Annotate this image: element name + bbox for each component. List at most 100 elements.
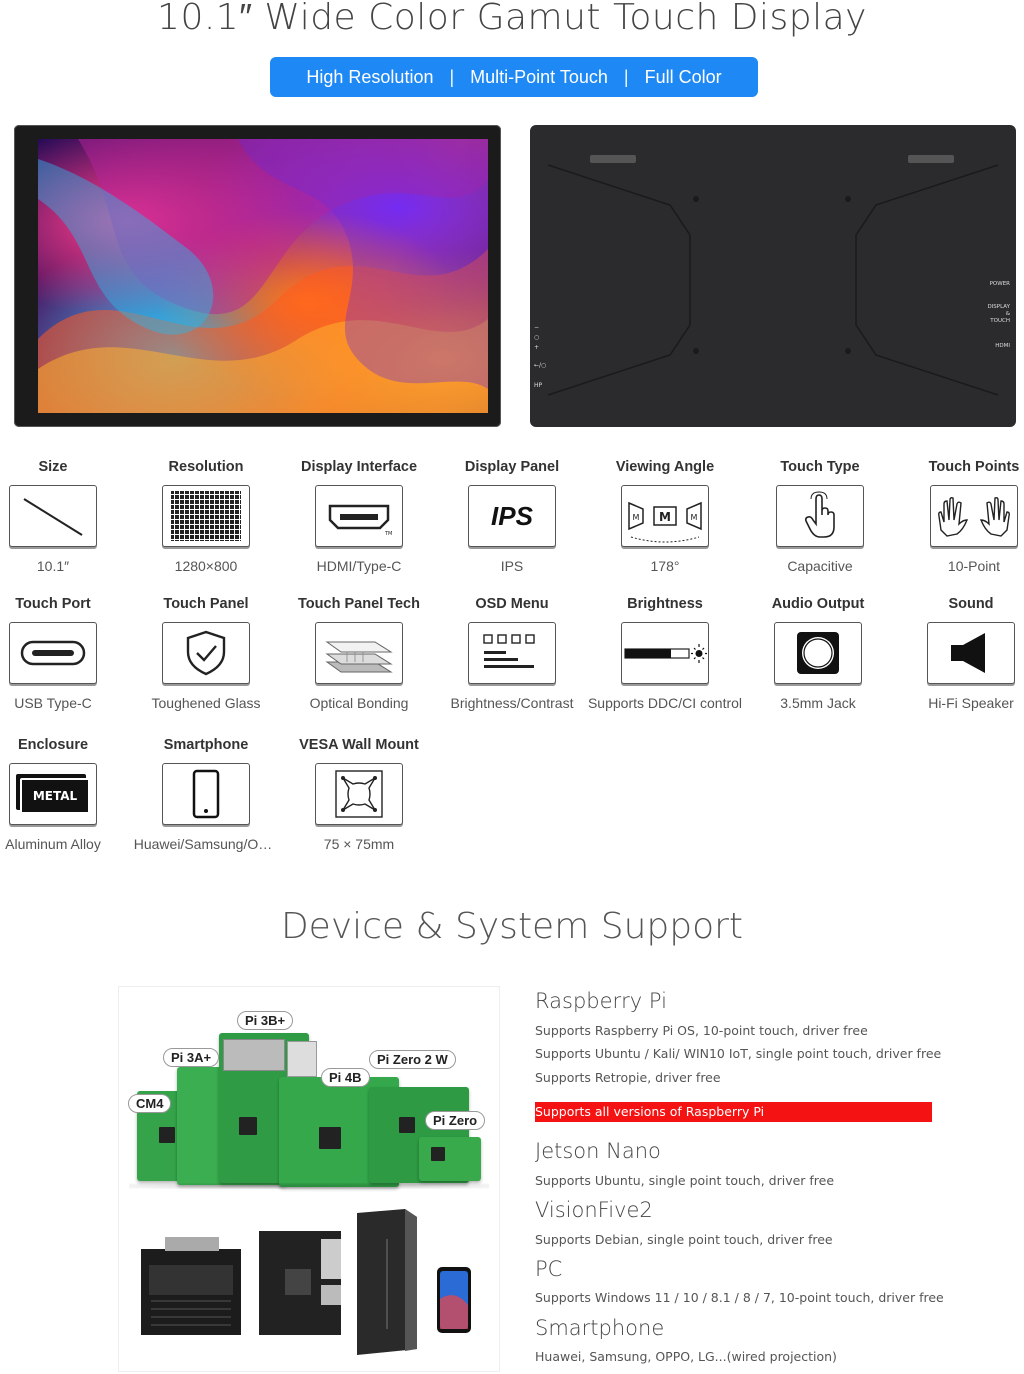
right-m: M — [691, 513, 698, 522]
spec-osd-box — [468, 622, 556, 684]
spec-value-touch-panel: Toughened Glass — [151, 695, 261, 711]
spec-value-brightness: Supports DDC/CI control — [587, 695, 743, 711]
brightness-bar-icon — [624, 644, 707, 663]
spec-touch-points-box — [930, 485, 1018, 547]
support-line: Supports Ubuntu / Kali/ WIN10 IoT, singl… — [535, 1046, 942, 1061]
tag-pi-zero: Pi Zero — [425, 1111, 486, 1130]
highlight-banner: Supports all versions of Raspberry Pi — [535, 1102, 932, 1122]
spec-label-display-panel: Display Panel — [464, 459, 560, 475]
support-heading-pc: PC — [535, 1257, 563, 1281]
usb-c-icon — [20, 640, 86, 666]
button-label: + — [534, 344, 540, 351]
wave-art — [38, 139, 488, 413]
spec-smartphone-box — [162, 763, 250, 825]
spec-resolution-box — [162, 485, 250, 547]
support-heading-raspberry-pi: Raspberry Pi — [535, 989, 667, 1013]
spec-label-touch-panel: Touch Panel — [163, 596, 249, 612]
other-devices-art — [141, 1209, 471, 1355]
spec-label-vesa: VESA Wall Mount — [299, 737, 419, 753]
spec-value-touch-type: Capacitive — [787, 558, 853, 574]
multi-hand-icon — [938, 497, 1010, 537]
smartphone-icon — [192, 769, 220, 819]
port-label: HDMI — [995, 343, 1010, 349]
spec-value-sound: Hi-Fi Speaker — [928, 695, 1014, 711]
spec-value-enclosure: Aluminum Alloy — [5, 836, 101, 852]
spec-value-touch-panel-tech: Optical Bonding — [309, 695, 409, 711]
soc-chip — [159, 1127, 175, 1143]
tag-pi-3b-plus: Pi 3B+ — [237, 1011, 294, 1030]
port-label: & — [1005, 311, 1010, 317]
display-wallpaper — [38, 139, 488, 413]
feature-high-resolution: High Resolution — [306, 66, 434, 87]
support-heading-jetson-nano: Jetson Nano — [535, 1139, 661, 1163]
spec-value-display-interface: HDMI/Type-C — [316, 558, 402, 574]
spec-size-box — [9, 485, 97, 547]
feature-full-color: Full Color — [644, 66, 722, 87]
visionfive2-board — [259, 1231, 341, 1335]
spec-label-osd-menu: OSD Menu — [475, 596, 549, 612]
spec-value-smartphone: Huawei/Samsung/O… — [133, 836, 273, 852]
tag-pi-4b: Pi 4B — [321, 1068, 370, 1087]
spec-label-brightness: Brightness — [627, 596, 703, 612]
metal-icon: METAL — [16, 774, 90, 814]
spec-tech-box — [315, 622, 403, 684]
spec-value-audio-output: 3.5mm Jack — [780, 695, 856, 711]
support-line: Supports Ubuntu, single point touch, dri… — [535, 1173, 835, 1188]
spec-touch-port-box — [9, 622, 97, 684]
diagonal-line-icon — [23, 498, 83, 536]
spec-sound-box — [927, 622, 1015, 684]
jetson-nano — [141, 1237, 241, 1335]
support-section-title: Device & System Support — [280, 906, 744, 947]
speaker-icon — [951, 633, 985, 673]
page-title: 10.1″ Wide Color Gamut Touch Display — [157, 0, 867, 38]
spec-audio-box — [774, 622, 862, 684]
side-button-labels: − ○ + ←/○ HP — [534, 323, 546, 391]
support-heading-smartphone: Smartphone — [535, 1316, 665, 1340]
support-line: Huawei, Samsung, OPPO, LG...(wired proje… — [535, 1349, 837, 1364]
tag-cm4: CM4 — [128, 1094, 172, 1113]
shield-check-icon — [186, 630, 226, 676]
ips-icon: IPS — [491, 500, 533, 531]
button-label: ←/○ — [534, 362, 547, 369]
spec-angle-box: M M M — [621, 485, 709, 547]
finger-touch-icon — [804, 491, 835, 538]
spec-interface-box: TM — [315, 485, 403, 547]
ethernet-port — [287, 1041, 317, 1077]
feature-multi-point-touch: Multi-Point Touch — [470, 66, 608, 87]
spec-value-size: 10.1″ — [36, 558, 70, 574]
osd-menu-icon — [483, 634, 535, 668]
support-line: Supports Raspberry Pi OS, 10-point touch… — [535, 1023, 868, 1038]
metal-plate-front: METAL — [20, 778, 90, 814]
spec-label-touch-panel-tech: Touch Panel Tech — [298, 596, 420, 612]
left-m: M — [633, 513, 640, 522]
spec-touch-panel-box — [162, 622, 250, 684]
spec-label-touch-points: Touch Points — [928, 459, 1020, 475]
center-m: M — [659, 510, 671, 524]
spec-panel-box: IPS — [468, 485, 556, 547]
pixel-grid-icon — [171, 491, 241, 541]
compatible-devices-image: Pi 3B+ Pi 3A+ Pi Zero 2 W Pi 4B CM4 Pi Z… — [118, 986, 500, 1372]
board-shadow — [129, 1183, 489, 1189]
hdmi-icon: TM — [328, 504, 392, 536]
tag-pi-3a-plus: Pi 3A+ — [163, 1048, 220, 1067]
spec-enclosure-box: METAL — [9, 763, 97, 825]
soc-chip — [319, 1127, 341, 1149]
soc-chip — [431, 1147, 445, 1161]
spec-value-viewing-angle: 178° — [650, 558, 680, 574]
spec-value-vesa: 75 × 75mm — [323, 836, 395, 852]
spec-label-viewing-angle: Viewing Angle — [615, 459, 715, 475]
port-label: DISPLAY — [987, 304, 1010, 310]
spec-label-sound: Sound — [948, 596, 994, 612]
spec-value-display-panel: IPS — [500, 558, 524, 574]
spec-label-resolution: Resolution — [168, 459, 244, 475]
display-back-photo: POWER DISPLAY & TOUCH HDMI − ○ + ←/○ HP — [530, 125, 1016, 427]
button-label: ○ — [534, 334, 540, 341]
spec-label-touch-type: Touch Type — [780, 459, 860, 475]
back-port-labels: POWER DISPLAY & TOUCH HDMI — [987, 281, 1010, 350]
spec-label-smartphone: Smartphone — [163, 737, 249, 753]
spec-brightness-box — [621, 622, 709, 684]
viewing-angle-icon: M M M — [628, 501, 702, 543]
spec-value-touch-port: USB Type-C — [14, 695, 92, 711]
support-heading-visionfive2: VisionFive2 — [535, 1198, 653, 1222]
spec-label-touch-port: Touch Port — [15, 596, 91, 612]
